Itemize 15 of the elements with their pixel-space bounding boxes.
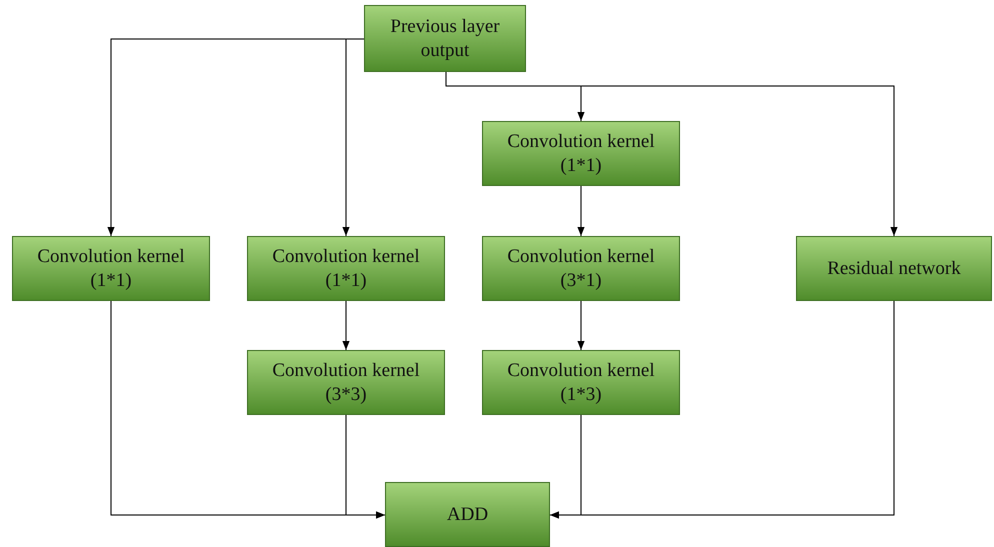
- arrow: [577, 300, 585, 350]
- process-box: Convolution kernel (1*1): [482, 121, 680, 186]
- arrow: [342, 38, 364, 236]
- arrow: [550, 300, 894, 519]
- process-box: Convolution kernel (1*1): [12, 236, 210, 301]
- process-box: Convolution kernel (3*3): [247, 350, 445, 415]
- arrow: [342, 300, 350, 350]
- process-box: Convolution kernel (3*1): [482, 236, 680, 301]
- process-box: ADD: [385, 482, 550, 547]
- process-box: Previous layer output: [364, 5, 526, 72]
- process-box: Convolution kernel (1*3): [482, 350, 680, 415]
- arrow: [346, 414, 386, 519]
- process-box: Residual network: [796, 236, 992, 301]
- arrow: [577, 186, 585, 236]
- process-box: Convolution kernel (1*1): [247, 236, 445, 301]
